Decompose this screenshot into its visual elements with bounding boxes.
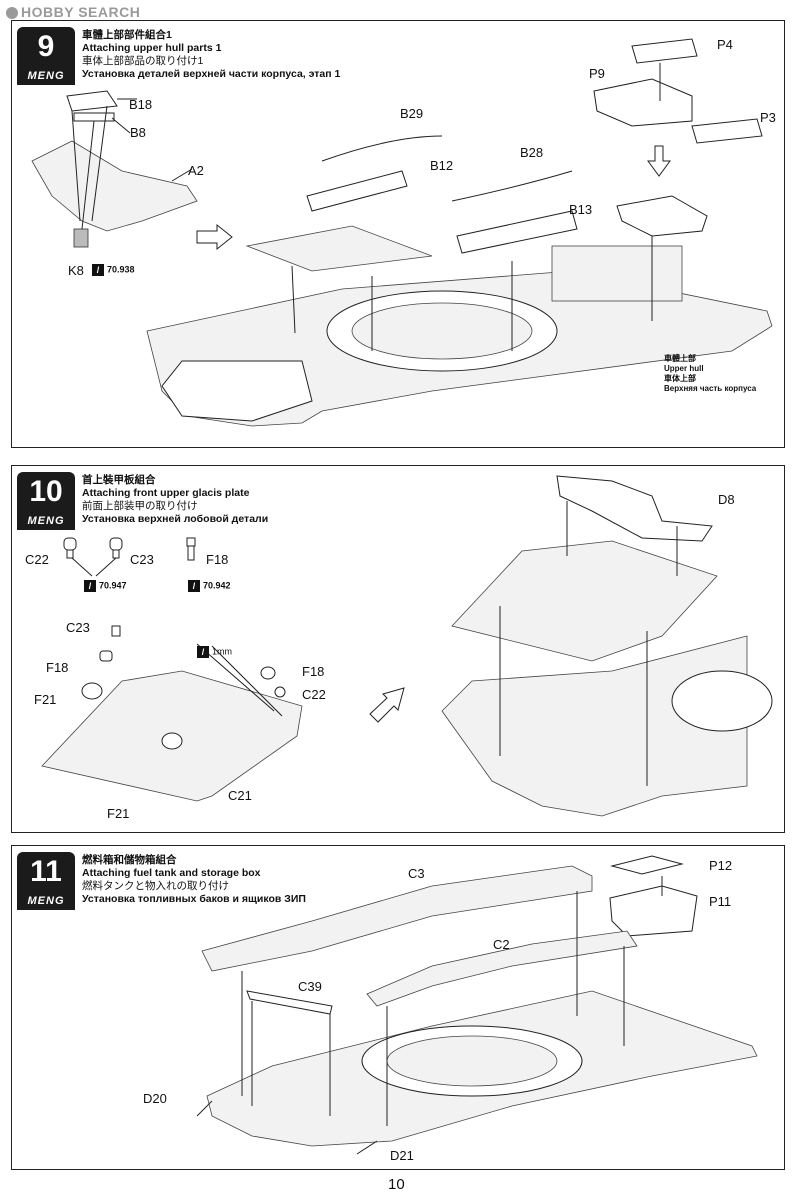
meng-logo: MENG — [17, 67, 75, 85]
title-cn: 燃料箱和儲物箱組合 — [82, 854, 177, 866]
title-jp: 前面上部装甲の取り付け — [82, 500, 198, 512]
part-label-c22: C22 — [25, 552, 49, 567]
step-9-drawing — [31, 38, 773, 427]
step-11-panel: 11 MENG 燃料箱和儲物箱組合 Attaching fuel tank an… — [11, 845, 785, 1170]
step-10-panel: 10 MENG 首上裝甲板組合 Attaching front upper gl… — [11, 465, 785, 833]
step-9-panel: 9 MENG 車體上部部件組合1 Attaching upper hull pa… — [11, 20, 785, 448]
watermark: HOBBY SEARCH — [6, 4, 140, 20]
title-en: Attaching upper hull parts 1 — [82, 42, 222, 54]
title-jp: 車体上部部品の取り付け1 — [82, 55, 204, 67]
title-ru: Установка топливных баков и ящиков ЗИП — [82, 893, 306, 905]
part-label-b12: B12 — [430, 158, 454, 173]
part-label-p11: P11 — [709, 894, 732, 909]
step-titles: 首上裝甲板組合 Attaching front upper glacis pla… — [82, 474, 268, 526]
part-label-b29: B29 — [400, 106, 424, 121]
part-label-p4: P4 — [717, 37, 733, 52]
part-label-f21: F21 — [34, 692, 57, 707]
paint-code-2: /70.942 — [188, 580, 231, 592]
part-label-c3: C3 — [408, 866, 425, 881]
part-label-f18: F18 — [206, 552, 229, 567]
paint-swatch-icon: / — [92, 264, 104, 276]
part-label-f18-c: F18 — [302, 664, 325, 679]
step-number: 10 — [17, 472, 75, 512]
title-en: Attaching front upper glacis plate — [82, 487, 250, 499]
part-label-f21-b: F21 — [107, 806, 130, 821]
part-label-d20: D20 — [143, 1091, 167, 1106]
step-11-drawing — [196, 855, 758, 1155]
part-label-c23: C23 — [130, 552, 154, 567]
meng-logo: MENG — [17, 892, 75, 910]
part-label-b8: B8 — [130, 125, 146, 140]
title-en: Attaching fuel tank and storage box — [82, 867, 261, 879]
part-label-c21: C21 — [228, 788, 252, 803]
part-label-c2: C2 — [493, 937, 510, 952]
step-titles: 燃料箱和儲物箱組合 Attaching fuel tank and storag… — [82, 854, 306, 906]
paint-swatch-icon: / — [188, 580, 200, 592]
part-label-b18: B18 — [129, 97, 153, 112]
step-number: 11 — [17, 852, 75, 892]
step-number: 9 — [17, 27, 75, 67]
part-label-p3: P3 — [760, 110, 776, 125]
page-number: 10 — [388, 1176, 405, 1193]
step-badge: 11 MENG — [17, 852, 75, 910]
part-label-f18-b: F18 — [46, 660, 69, 675]
title-cn: 車體上部部件組合1 — [82, 29, 172, 41]
part-label-c22-b: C22 — [302, 687, 326, 702]
part-label-c39: C39 — [298, 979, 322, 994]
paint-code-1: /70.947 — [84, 580, 127, 592]
step-titles: 車體上部部件組合1 Attaching upper hull parts 1 車… — [82, 29, 340, 81]
part-label-d21: D21 — [390, 1148, 414, 1163]
part-label-b28: B28 — [520, 145, 544, 160]
step-badge: 10 MENG — [17, 472, 75, 530]
part-label-p12: P12 — [709, 858, 733, 873]
meng-logo: MENG — [17, 512, 75, 530]
title-jp: 燃料タンクと物入れの取り付け — [82, 880, 229, 892]
paint-code: /70.938 — [92, 264, 135, 276]
drill-icon: / — [197, 646, 209, 658]
part-label-b13: B13 — [569, 202, 593, 217]
title-ru: Установка верхней лобовой детали — [82, 513, 269, 525]
part-label-k8: K8 — [68, 263, 84, 278]
title-ru: Установка деталей верхней части корпуса,… — [82, 68, 341, 80]
step-badge: 9 MENG — [17, 27, 75, 85]
part-label-d8: D8 — [718, 492, 735, 507]
paint-swatch-icon: / — [84, 580, 96, 592]
part-label-c23-b: C23 — [66, 620, 90, 635]
step-10-drawing — [41, 475, 773, 817]
part-label-a2: A2 — [188, 163, 204, 178]
title-cn: 首上裝甲板組合 — [82, 474, 156, 486]
part-label-p9: P9 — [589, 66, 605, 81]
drill-size: /1mm — [197, 646, 232, 658]
upper-hull-note: 車體上部 Upper hull 車体上部 Верхняя часть корпу… — [664, 354, 757, 393]
